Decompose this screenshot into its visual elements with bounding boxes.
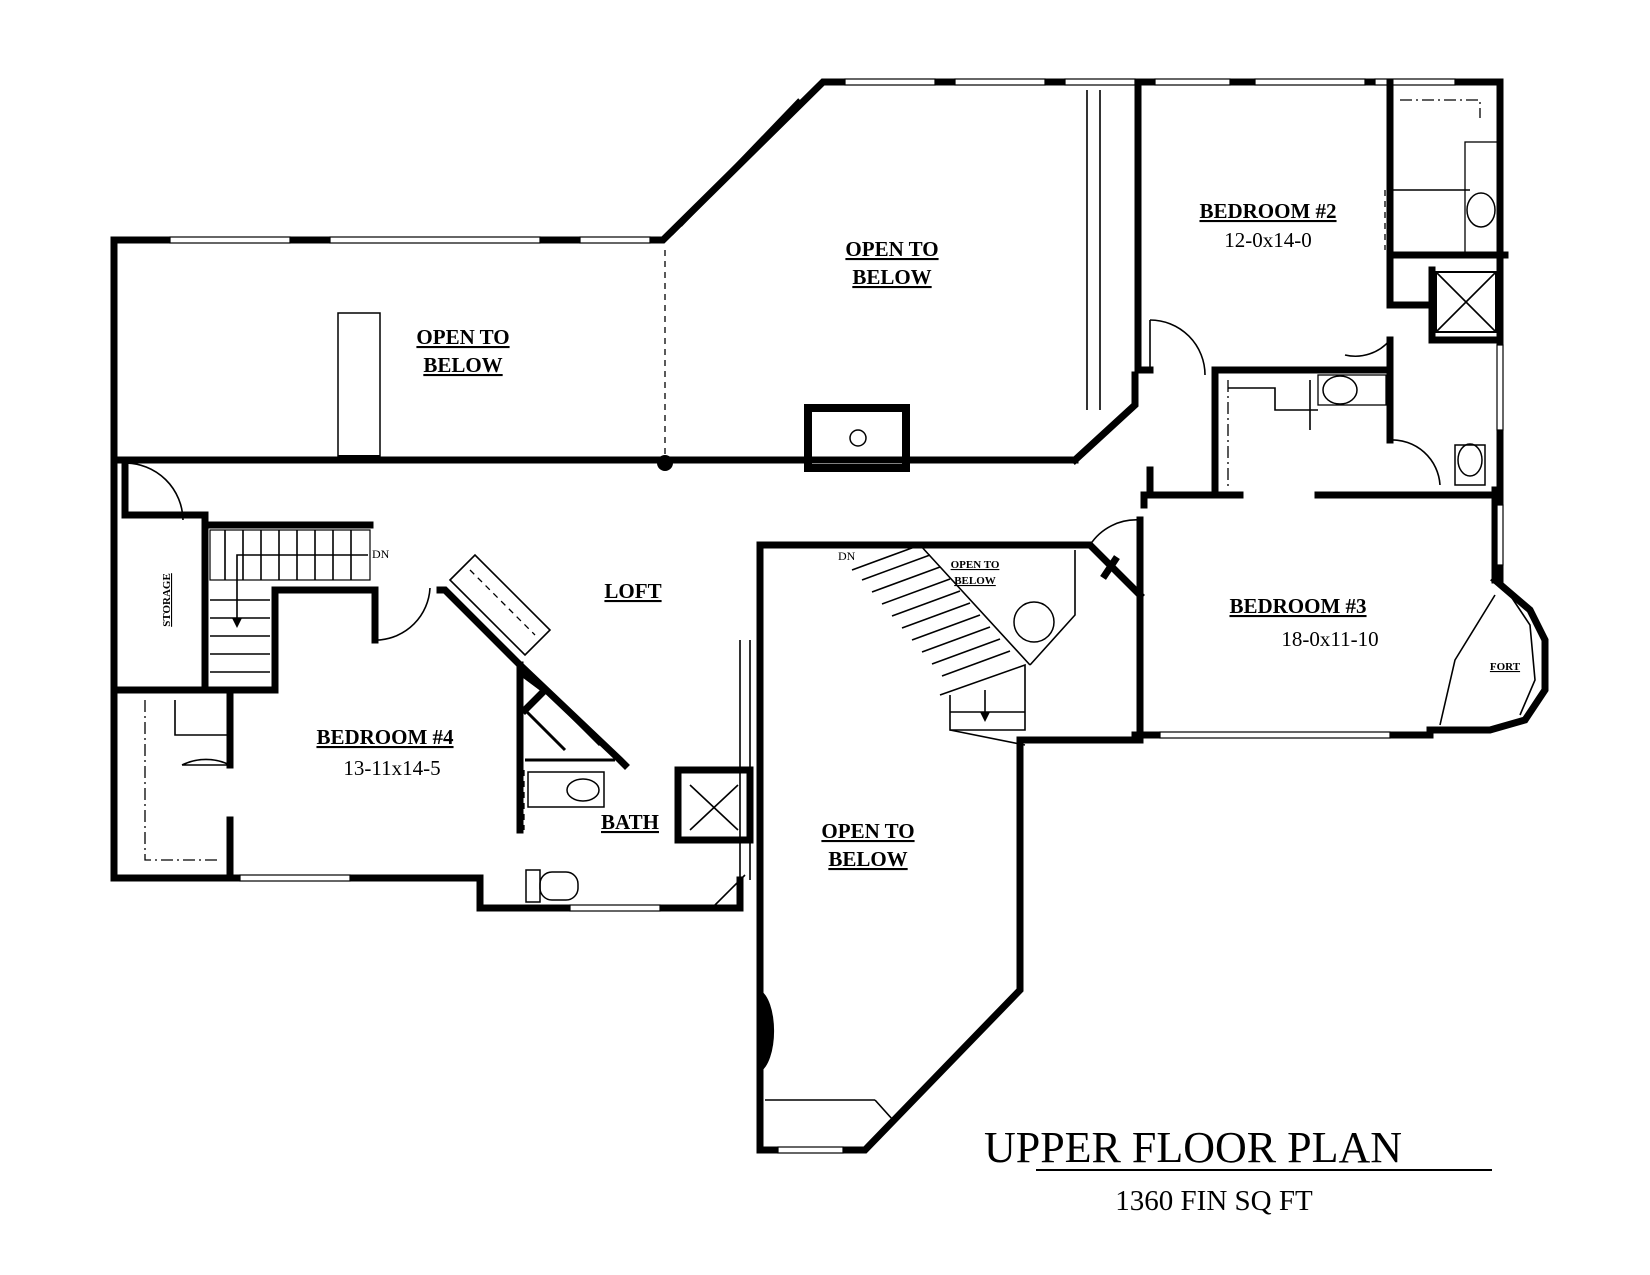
open-below-label-1a: OPEN TO [416, 325, 509, 349]
bedroom4-label: BEDROOM #4 [316, 725, 454, 749]
stairs-center [851, 544, 1031, 746]
open-below-label-2a: OPEN TO [845, 237, 938, 261]
windows [169, 78, 1504, 1154]
bedroom2-label: BEDROOM #2 [1199, 199, 1336, 223]
loft-label: LOFT [604, 579, 661, 603]
fort [1439, 594, 1536, 726]
bath-label: BATH [601, 810, 659, 834]
stair-landing [1013, 550, 1076, 666]
open-below-small-a: OPEN TO [951, 559, 1000, 571]
fireplace [804, 404, 910, 472]
bed2-closet [1384, 99, 1501, 333]
fort-label: FORT [1490, 661, 1521, 673]
open-below-label-3a: OPEN TO [821, 819, 914, 843]
interior-walls [110, 78, 1509, 911]
bedroom2-size: 12-0x14-0 [1224, 228, 1312, 252]
stair-dn-label-2: DN [838, 549, 856, 563]
stairs-left [209, 529, 371, 673]
open-below-label-3b: BELOW [828, 847, 907, 871]
stair-dn-label-1: DN [372, 547, 390, 561]
closet-bed4 [144, 700, 230, 861]
plan-title: UPPER FLOOR PLAN [984, 1123, 1402, 1172]
open-below-label-2b: BELOW [852, 265, 931, 289]
bedroom3-label: BEDROOM #3 [1229, 594, 1366, 618]
skylight [448, 553, 552, 657]
open-below-bottom [760, 990, 894, 1121]
column [657, 455, 673, 471]
closets [520, 670, 615, 762]
shared-bath [1227, 374, 1486, 496]
open-below-label-1b: BELOW [423, 353, 502, 377]
plan-subtitle: 1360 FIN SQ FT [1115, 1185, 1313, 1217]
bedroom4-size: 13-11x14-5 [343, 756, 440, 780]
open-below-small-b: BELOW [954, 575, 996, 587]
column-upper-left [337, 312, 381, 461]
storage-label: STORAGE [161, 573, 173, 627]
bath-fixtures [523, 770, 739, 903]
bedroom3-size: 18-0x11-10 [1281, 627, 1378, 651]
